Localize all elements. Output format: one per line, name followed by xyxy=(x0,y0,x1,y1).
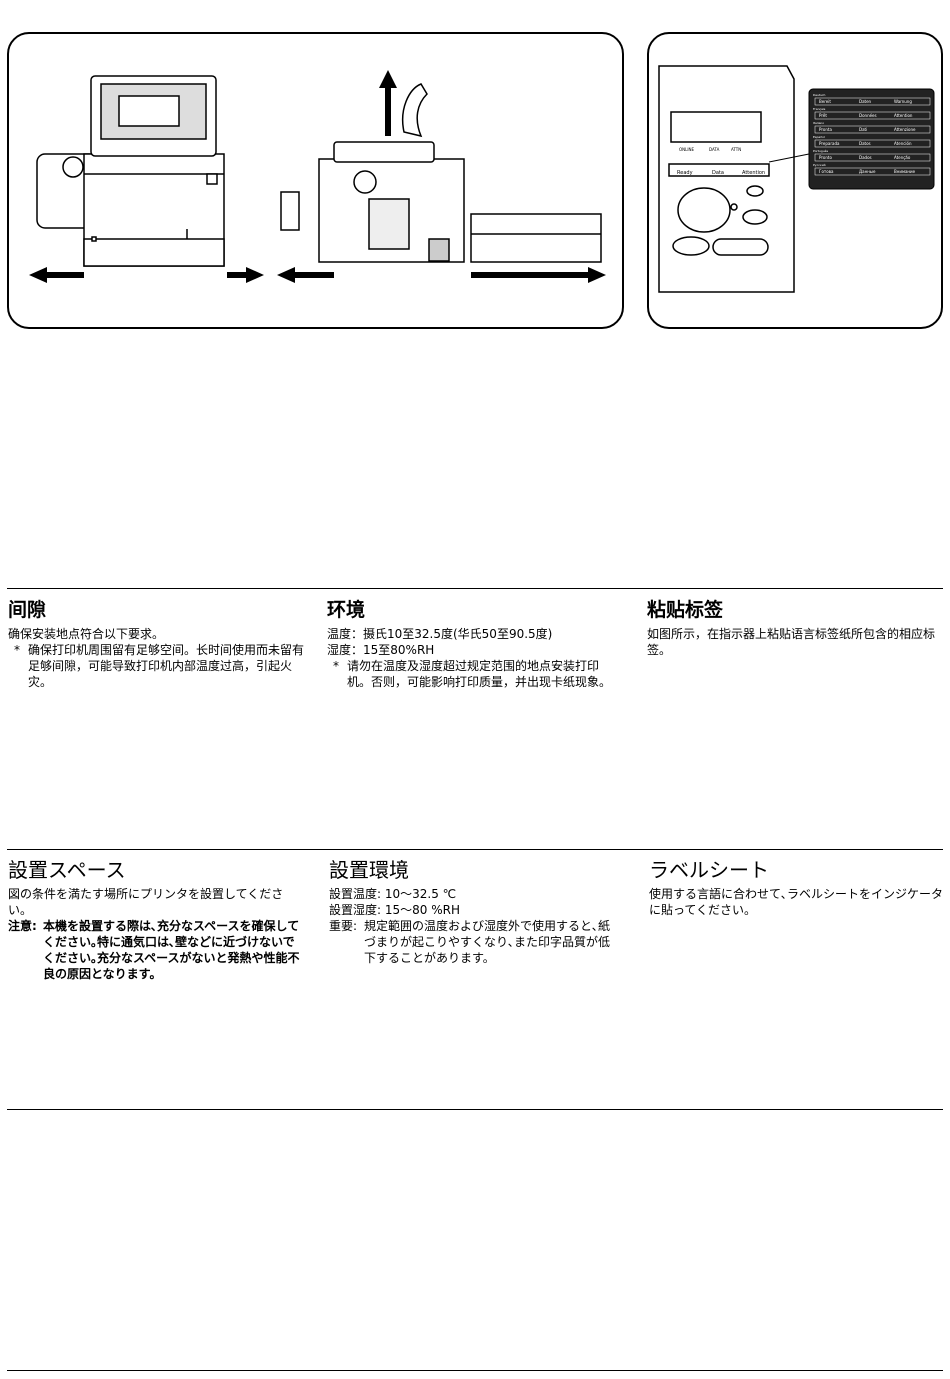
operator-panel-illustration: ONLINE DATA ATTN Ready Data Attention De… xyxy=(658,65,935,293)
indicator-data: Data xyxy=(712,170,724,176)
sheet-cell: Dati xyxy=(859,127,867,132)
right-arrow-side xyxy=(471,267,606,283)
cn-clearance-lead: 确保安装地点符合以下要求。 xyxy=(8,627,165,641)
right-arrow-front xyxy=(227,267,264,283)
jp-space-note-text: 本機を設置する際は､充分なスペースを確保してください｡特に通気口は､壁などに近づ… xyxy=(43,919,300,981)
sheet-row-language: Français xyxy=(813,107,826,111)
sheet-row-box xyxy=(814,139,931,148)
language-label-sheet xyxy=(768,88,935,190)
lcd-label-online: ONLINE xyxy=(679,147,695,152)
sheet-row-box xyxy=(814,167,931,176)
indicator-attention: Attention xyxy=(742,170,765,176)
sheet-cell: Warnung xyxy=(894,99,912,104)
sheet-cell: Attenzione xyxy=(894,127,916,132)
left-arrow-front xyxy=(29,267,84,283)
sheet-row-box xyxy=(814,153,931,162)
up-arrow xyxy=(379,70,397,136)
sheet-cell: Bereit xyxy=(819,99,831,104)
sheet-row-language: Italiano xyxy=(813,121,824,125)
indicator-labels: Ready Data Attention xyxy=(677,170,765,176)
sheet-cell: Pronta xyxy=(819,127,832,132)
operator-panel-figure: ONLINE DATA ATTN Ready Data Attention De… xyxy=(647,32,943,329)
cn-environment-section: 环境 温度：摄氏10至32.5度(华氏50至90.5度) 湿度：15至80%RH… xyxy=(327,598,622,690)
divider-lower xyxy=(7,1109,943,1110)
left-arrow-side xyxy=(277,267,334,283)
sheet-cell: Dados xyxy=(859,155,872,160)
jp-environment-note: 重要: 規定範囲の温度および湿度外で使用すると､紙づまりが起こりやすくなり､また… xyxy=(329,918,614,966)
sheet-cell: Daten xyxy=(859,99,872,104)
cn-environment-humidity: 湿度：15至80%RH xyxy=(327,643,435,657)
jp-environment-humidity: 設置湿度: 15～80 %RH xyxy=(329,903,460,917)
jp-space-lead: 図の条件を満たす場所にプリンタを設置してください。 xyxy=(8,887,284,917)
jp-label-title: ラベルシート xyxy=(649,858,769,882)
sheet-cell: Внимание xyxy=(894,169,916,174)
cn-clearance-title: 间隙 xyxy=(8,599,47,621)
divider-middle xyxy=(7,849,943,850)
control-panel-body xyxy=(658,65,795,293)
jp-note-label: 注意: xyxy=(8,919,37,933)
note-asterisk: * xyxy=(333,659,339,673)
jp-important-label: 重要: xyxy=(329,919,358,933)
sheet-row-language: Español xyxy=(813,135,825,139)
sheet-cell: Pronto xyxy=(819,155,832,160)
sheet-row-box xyxy=(814,125,931,134)
sheet-row-box xyxy=(814,97,931,106)
sheet-cell: Prêt xyxy=(819,113,827,118)
divider-bottom xyxy=(7,1370,943,1371)
jp-environment-temp: 設置温度: 10～32.5 ℃ xyxy=(329,887,457,901)
sheet-cell: Atención xyxy=(894,141,912,146)
cn-clearance-note-text: 确保打印机周围留有足够空间。长时间使用而未留有足够间隙，可能导致打印机内部温度过… xyxy=(28,643,305,689)
cn-environment-title: 环境 xyxy=(327,599,366,621)
cn-clearance-note: * 确保打印机周围留有足够空间。长时间使用而未留有足够间隙，可能导致打印机内部温… xyxy=(8,642,308,690)
sheet-row-language: Deutsch xyxy=(813,93,825,97)
jp-space-title: 設置スペース xyxy=(8,858,126,882)
sheet-cell: Данные xyxy=(859,169,876,174)
printer-side-view xyxy=(280,83,602,263)
sheet-cell: Datos xyxy=(859,141,871,146)
sheet-cell: Attention xyxy=(894,113,913,118)
cn-label-title: 粘贴标签 xyxy=(647,599,724,621)
cn-environment-note: * 请勿在温度及湿度超过规定范围的地点安装打印机。否则，可能影响打印质量，并出现… xyxy=(327,658,612,690)
sheet-cell: Готова xyxy=(819,169,834,174)
jp-environment-title: 設置環境 xyxy=(329,858,409,882)
sheet-row-language: Русский xyxy=(813,163,826,167)
jp-space-section: 設置スペース 図の条件を満たす場所にプリンタを設置してください。 注意: 本機を… xyxy=(8,858,303,982)
sheet-cell: Atenção xyxy=(894,155,911,160)
sheet-row-language: Português xyxy=(813,149,829,153)
indicator-ready: Ready xyxy=(677,170,693,176)
jp-label-text: 使用する言語に合わせて､ラベルシートをインジケータに貼ってください。 xyxy=(649,887,944,917)
cn-environment-note-text: 请勿在温度及湿度超过规定范围的地点安装打印机。否则，可能影响打印质量，并出现卡纸… xyxy=(347,659,612,689)
printer-front-view xyxy=(36,75,225,267)
cn-label-text: 如图所示，在指示器上粘贴语言标签纸所包含的相应标签。 xyxy=(647,627,936,657)
cn-clearance-section: 间隙 确保安装地点符合以下要求。 * 确保打印机周围留有足够空间。长时间使用而未… xyxy=(8,598,304,690)
cn-label-section: 粘贴标签 如图所示，在指示器上粘贴语言标签纸所包含的相应标签。 xyxy=(647,598,942,658)
clearance-illustration xyxy=(29,70,606,283)
note-asterisk: * xyxy=(14,643,20,657)
lcd-label-attn: ATTN xyxy=(731,147,741,152)
cn-environment-temp: 温度：摄氏10至32.5度(华氏50至90.5度) xyxy=(327,627,553,641)
lcd-label-data: DATA xyxy=(709,147,720,152)
divider-top xyxy=(7,588,943,589)
jp-environment-section: 設置環境 設置温度: 10～32.5 ℃ 設置湿度: 15～80 %RH 重要:… xyxy=(329,858,624,966)
sheet-cell: Preparada xyxy=(819,141,840,146)
jp-environment-note-text: 規定範囲の温度および湿度外で使用すると､紙づまりが起こりやすくなり､また印字品質… xyxy=(364,919,611,965)
lcd-labels: ONLINE DATA ATTN xyxy=(679,147,741,152)
sheet-cell: Données xyxy=(859,113,877,118)
jp-space-note: 注意: 本機を設置する際は､充分なスペースを確保してください｡特に通気口は､壁な… xyxy=(8,918,303,982)
clearance-figure-panel xyxy=(7,32,624,329)
jp-label-section: ラベルシート 使用する言語に合わせて､ラベルシートをインジケータに貼ってください… xyxy=(649,858,944,918)
sheet-row-box xyxy=(814,111,931,120)
